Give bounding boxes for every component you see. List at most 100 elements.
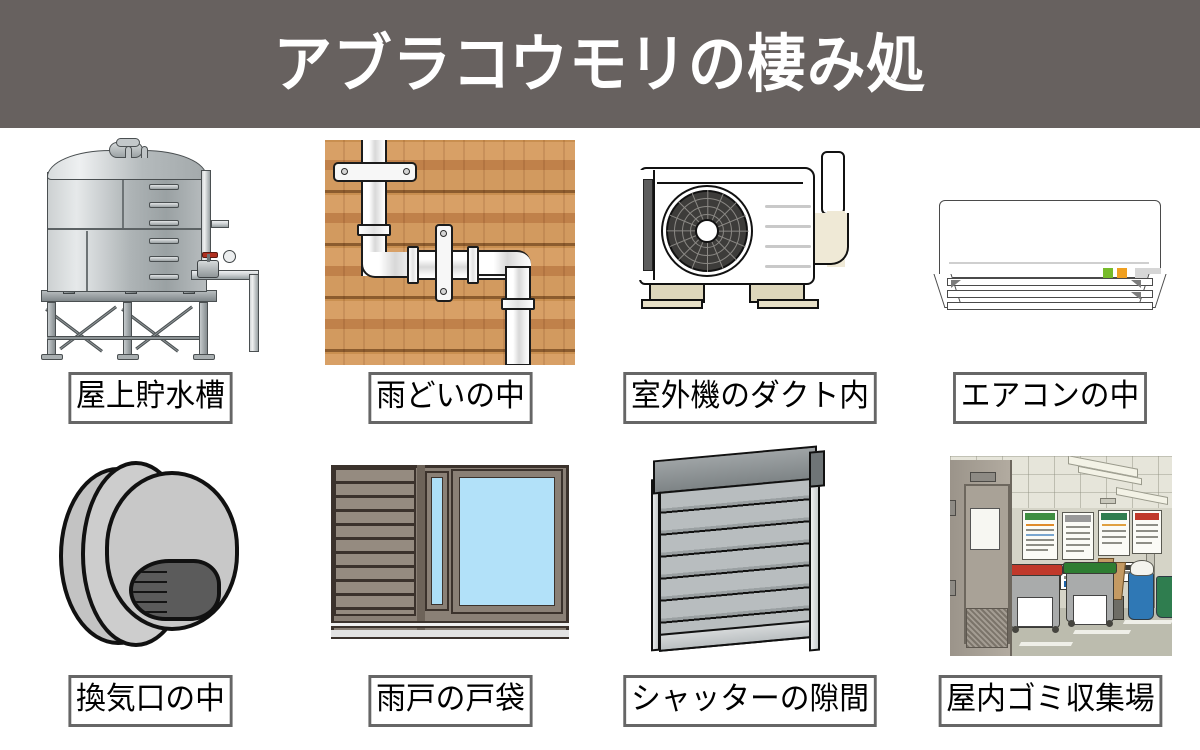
ceiling-pipe [1100, 498, 1116, 504]
item-label-7: シャッターの隙間 [623, 675, 877, 727]
bin-wheel [1012, 626, 1019, 633]
window-mullion [417, 465, 425, 633]
pipe-band-2 [407, 245, 419, 284]
grid-item-garbage-room: 屋内ゴミ収集場 [900, 439, 1200, 750]
pressure-gauge [223, 250, 236, 263]
pipe-band-4 [501, 297, 535, 310]
illustration-outdoor-ac-unit [625, 136, 875, 368]
grid-item-shutter-box: 雨戸の戸袋 [300, 439, 600, 750]
indoor-ac-display [1135, 268, 1161, 278]
indoor-ac-louver-3 [947, 302, 1153, 310]
grid-item-indoor-ac: エアコンの中 [900, 128, 1200, 439]
header-bar: アブラコウモリの棲み処 [0, 0, 1200, 128]
illustration-rain-gutter [325, 136, 575, 368]
ac-duct-cover [821, 150, 845, 215]
illustration-garbage-room [919, 447, 1181, 665]
indoor-ac-seam [949, 262, 1149, 264]
illustration-vent-hood [19, 447, 281, 665]
wall-poster-3 [1098, 510, 1130, 556]
room-door [950, 460, 1012, 656]
waste-bag [1130, 560, 1154, 576]
louver-edge-right-2 [1131, 292, 1141, 300]
shutter-header-cap [809, 449, 825, 488]
louver-edge-right [1131, 280, 1141, 288]
illustration-rolling-shutter [619, 445, 881, 665]
screw-icon [341, 167, 348, 175]
ac-louver-slat [765, 264, 811, 268]
window-sash-narrow [425, 471, 449, 611]
grid-item-water-tank: 屋上貯水槽 [0, 128, 300, 439]
ac-fan-hub [695, 218, 719, 243]
floor-marking-1 [1018, 642, 1074, 646]
illustration-indoor-ac-unit [925, 136, 1175, 368]
ac-louver-slat [765, 204, 811, 208]
indoor-ac-body [939, 200, 1161, 278]
door-closer [970, 472, 996, 482]
ac-duct-bend [815, 212, 849, 265]
pipe-clamp-1 [333, 161, 417, 182]
item-label-8: 屋内ゴミ収集場 [938, 675, 1162, 727]
bin-wheel [1052, 626, 1059, 633]
tank-body [47, 172, 207, 292]
downspout-upper [361, 139, 387, 232]
shutter-rail-left [651, 478, 660, 651]
gutter-graphic [325, 139, 575, 365]
ac-pad-left [641, 298, 703, 309]
wall-poster-2 [1062, 512, 1094, 560]
shutter-storage-case [334, 468, 416, 616]
screw-icon [440, 287, 447, 295]
bin-wheel [1068, 620, 1075, 627]
garbage-bin-burnable [1007, 564, 1063, 628]
window-sash-wide [451, 469, 563, 614]
water-tank-graphic [25, 138, 275, 362]
page-title: アブラコウモリの棲み処 [273, 27, 927, 101]
grid-item-rolling-shutter: シャッターの隙間 [600, 439, 900, 750]
rolling-shutter-graphic [625, 445, 875, 664]
screw-icon [440, 229, 447, 237]
pipe-clamp-2 [435, 223, 453, 302]
illustration-rooftop-water-tank [25, 136, 275, 368]
window-sill-lower [331, 630, 569, 639]
bin-wheel [1106, 620, 1113, 627]
item-label-5: 換気口の中 [67, 675, 233, 727]
garbage-bin-nonburnable [1063, 562, 1117, 625]
door-hinge [950, 580, 956, 596]
item-label-1: 屋上貯水槽 [67, 372, 233, 424]
vent-opening [129, 558, 221, 621]
amado-window-graphic [325, 451, 575, 661]
ac-louver-slat [765, 244, 811, 248]
ac-louver-slat [765, 224, 811, 228]
ac-fan-grille [666, 189, 749, 272]
illustration-shutter-storage-box [319, 447, 581, 665]
habitat-grid: 屋上貯水槽 [0, 128, 1200, 750]
indoor-ac-louver-2 [947, 290, 1153, 298]
green-pail [1156, 576, 1172, 618]
grid-item-vent-hood: 換気口の中 [0, 439, 300, 750]
outdoor-unit-graphic [625, 145, 875, 360]
louver-edge-left [951, 280, 961, 288]
item-label-4: エアコンの中 [953, 372, 1147, 424]
grid-item-outdoor-ac: 室外機のダクト内 [600, 128, 900, 439]
garbage-room-graphic [924, 450, 1176, 662]
floor-marking-3 [1122, 620, 1172, 624]
door-ventilation-grille [966, 608, 1008, 648]
wall-poster-1 [1022, 510, 1058, 560]
window-sill-upper [331, 621, 569, 628]
garbage-room-interior [950, 456, 1172, 656]
ac-pad-right [757, 298, 819, 309]
led-indicator-green [1103, 268, 1113, 278]
blue-pail [1128, 572, 1154, 620]
item-label-6: 雨戸の戸袋 [367, 675, 533, 727]
door-sign [970, 508, 1000, 550]
tank-support-frame [41, 290, 217, 362]
indoor-unit-graphic [925, 152, 1175, 352]
ac-top-seam [657, 181, 803, 184]
item-label-3: 室外機のダクト内 [623, 372, 877, 424]
vent-hood-graphic [45, 449, 255, 664]
screw-icon [403, 167, 410, 175]
tank-valve [197, 252, 219, 278]
led-indicator-orange [1117, 268, 1127, 278]
floor-marking-2 [1072, 630, 1132, 634]
downspout-lower [505, 265, 531, 365]
